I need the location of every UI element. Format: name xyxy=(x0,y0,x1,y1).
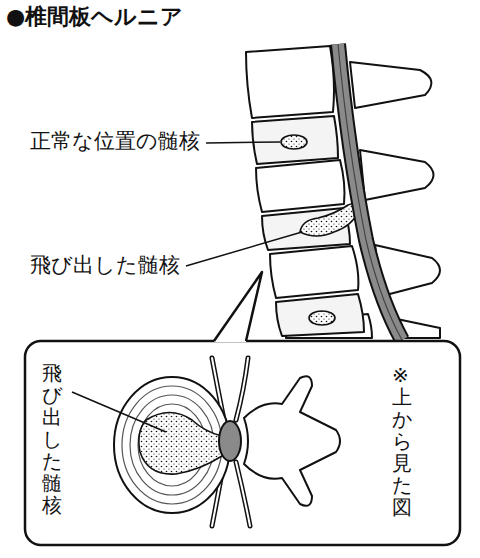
part-label: 飛び出した髄核 xyxy=(30,253,180,278)
inset-label: 飛び出した髄核 xyxy=(42,362,62,516)
part-label: 正常な位置の髄核 xyxy=(30,129,200,154)
diagram-title: ●椎間板ヘルニア xyxy=(6,4,183,30)
inset-note: ※上から見た図 xyxy=(392,364,412,518)
